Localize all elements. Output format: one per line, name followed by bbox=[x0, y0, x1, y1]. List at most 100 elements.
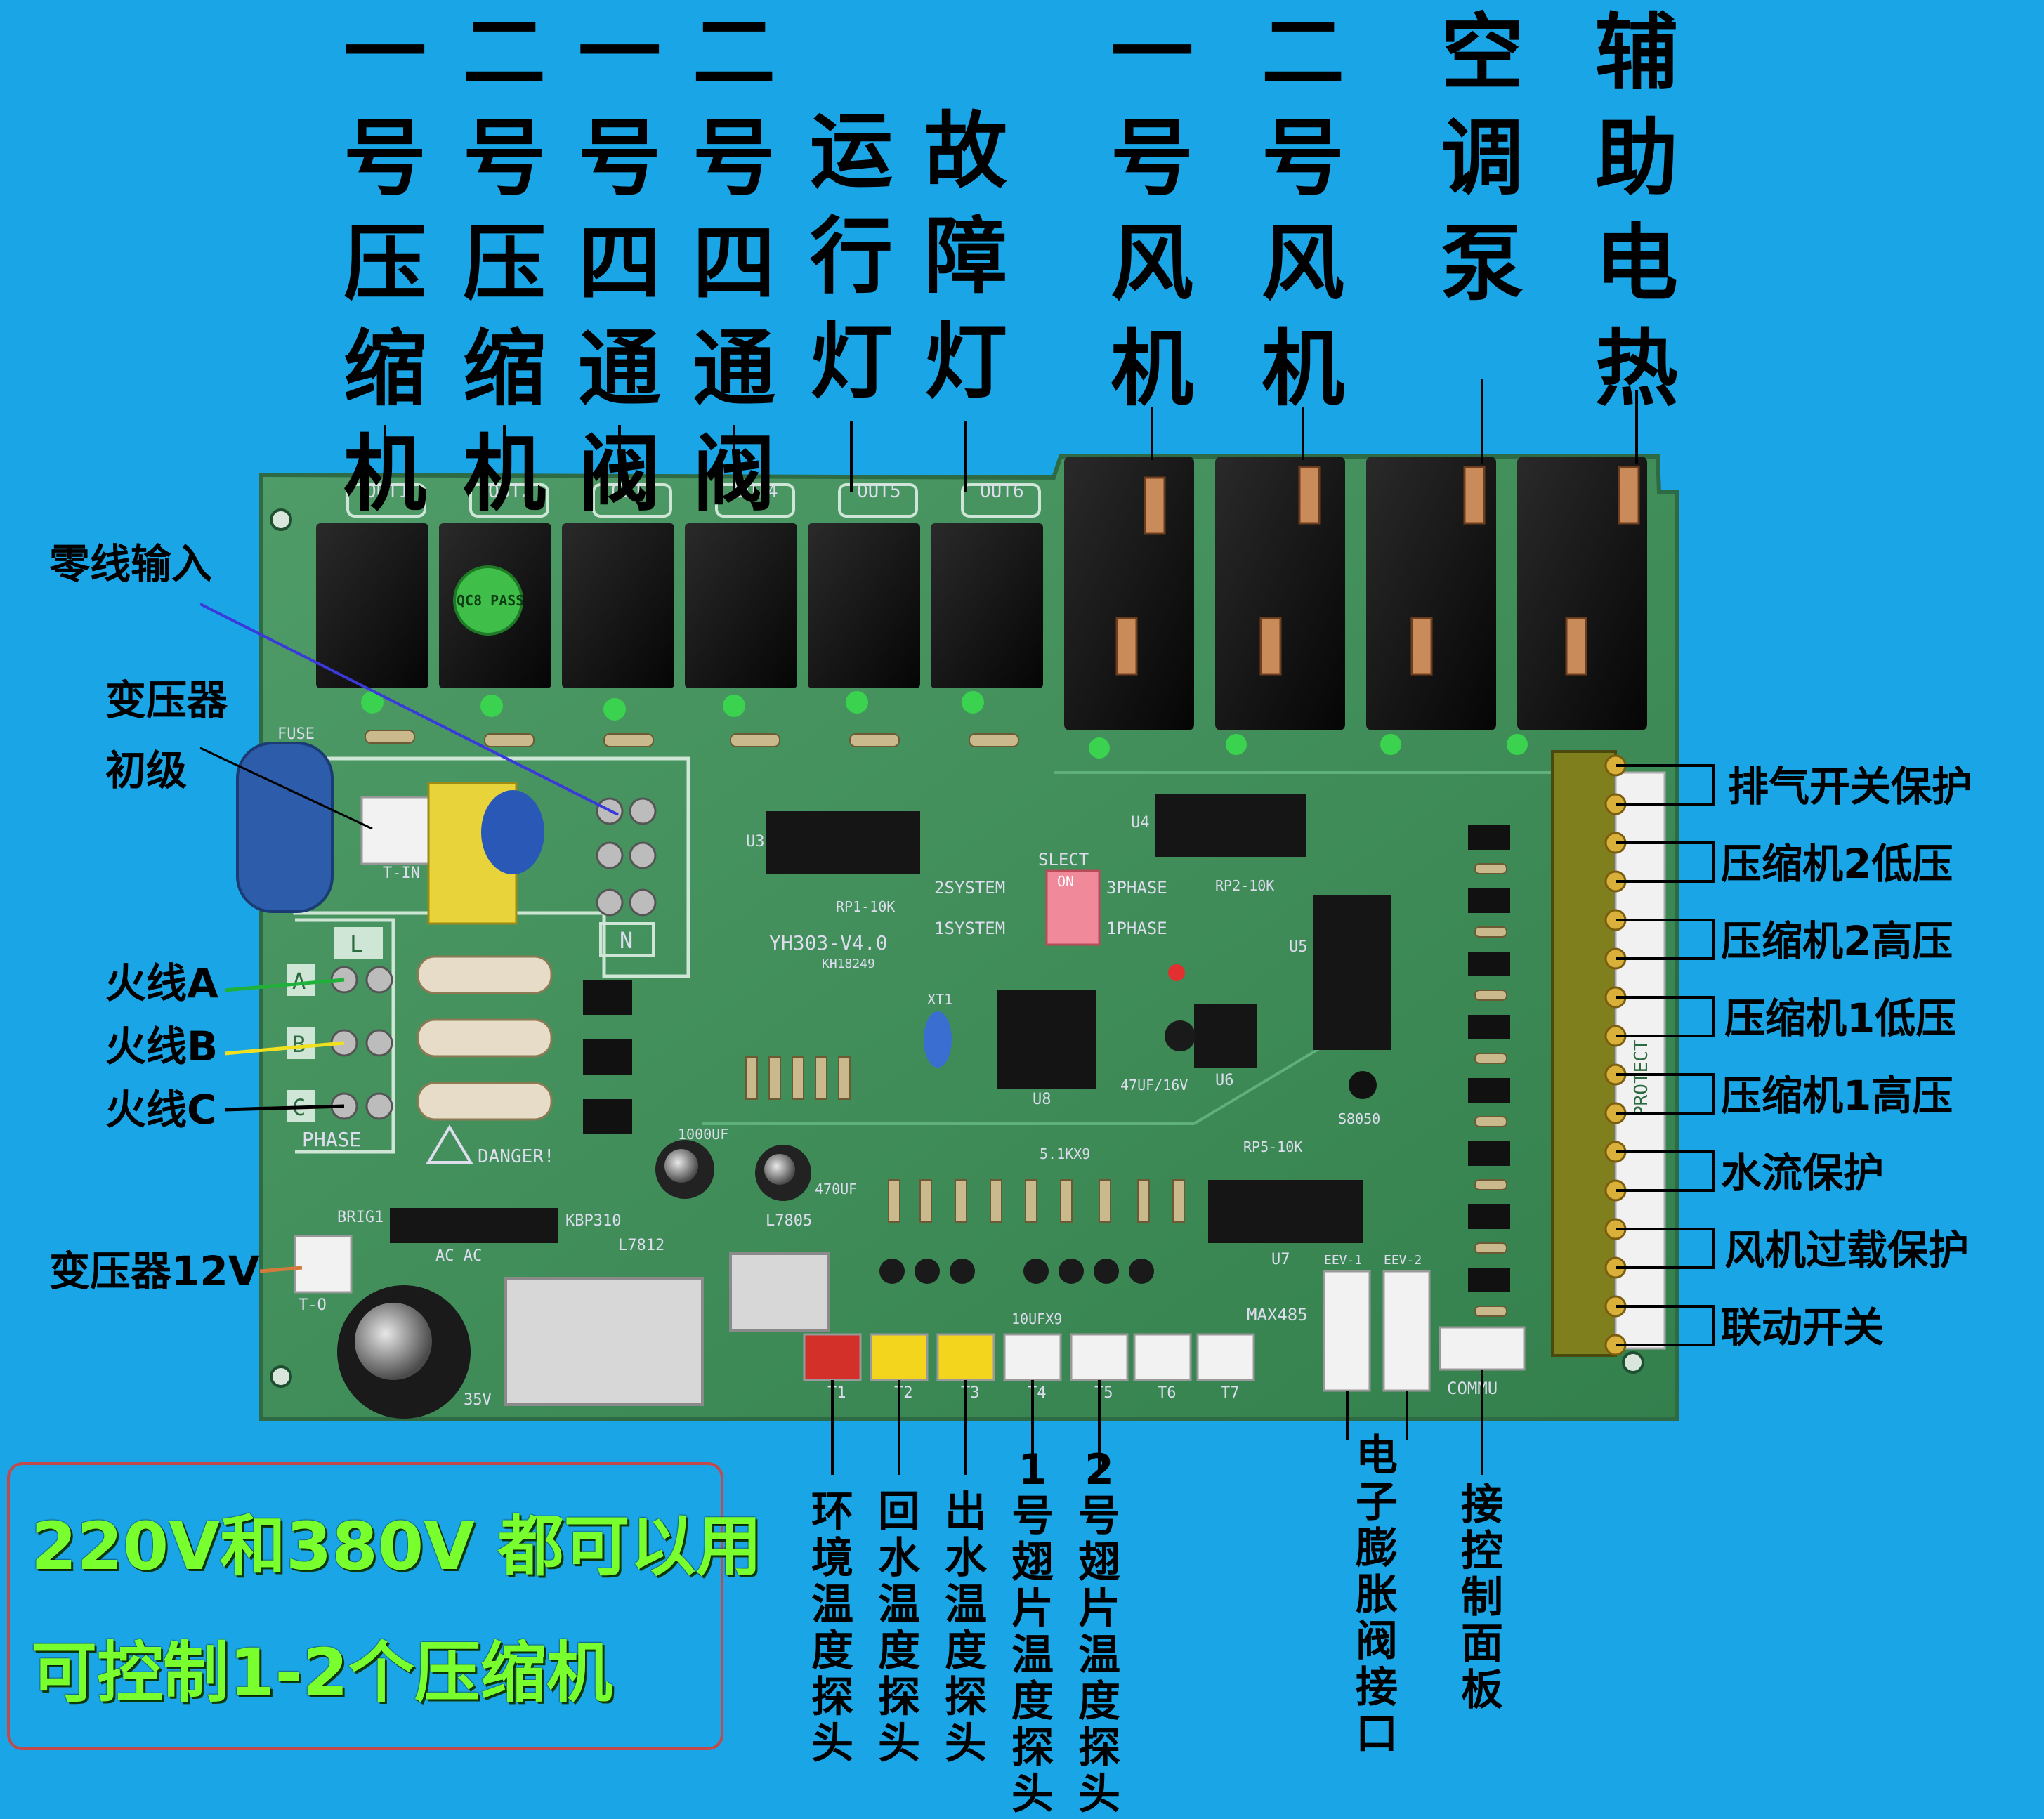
ic-u3 bbox=[766, 811, 920, 874]
relay-out6 bbox=[931, 523, 1043, 688]
led-fault bbox=[1168, 964, 1185, 981]
label-ac-pump: 空调泵 bbox=[1440, 4, 1524, 312]
silk-outline bbox=[295, 918, 395, 1154]
cap-1000uf-label: 1000UF bbox=[678, 1126, 728, 1143]
label-outlet-water-probe: 出水温度探头 bbox=[945, 1488, 987, 1768]
notice-voltage: 220V和380V 都可以用 bbox=[31, 1509, 762, 1585]
relay-out3 bbox=[562, 523, 674, 688]
eev2-label: EEV-2 bbox=[1384, 1253, 1422, 1268]
terminal-b: B bbox=[292, 1031, 306, 1058]
qc-text: QC8 PASS bbox=[457, 592, 524, 609]
select-1phase: 1PHASE bbox=[1106, 919, 1167, 938]
transistor bbox=[1349, 1071, 1377, 1099]
crystal bbox=[924, 1011, 952, 1068]
danger-label: DANGER! bbox=[478, 1146, 555, 1167]
sensor-label: T1 bbox=[827, 1384, 846, 1402]
select-on: ON bbox=[1057, 873, 1074, 890]
relay-out1 bbox=[316, 523, 428, 688]
label-comp1-low: 压缩机1低压 bbox=[1724, 994, 1957, 1042]
rp2-label: RP2-10K bbox=[1215, 877, 1274, 894]
max485-label: MAX485 bbox=[1247, 1305, 1308, 1325]
notice-compressors: 可控制1-2个压缩机 bbox=[31, 1635, 612, 1712]
label-fin-probe-2: 2号翅片温度探头 bbox=[1078, 1445, 1120, 1819]
label-comp2-low: 压缩机2低压 bbox=[1721, 840, 1953, 888]
transformer-primary-connector bbox=[360, 796, 430, 865]
label-comp2-high: 压缩机2高压 bbox=[1721, 917, 1953, 965]
label-compressor-2: 二号压缩机 bbox=[462, 4, 546, 523]
bridge-label: KBP310 bbox=[565, 1212, 621, 1230]
mount-hole bbox=[270, 1365, 292, 1388]
connector-eev2 bbox=[1382, 1270, 1431, 1392]
label-linkage-switch: 联动开关 bbox=[1721, 1303, 1885, 1351]
left-leaders bbox=[199, 603, 619, 1273]
label-fault-light: 故障灯 bbox=[924, 103, 1007, 410]
connector-t7 bbox=[1196, 1333, 1255, 1381]
trace bbox=[702, 1038, 1336, 1125]
label-fan-1: 一号风机 bbox=[1110, 4, 1193, 417]
bridge-rectifier bbox=[390, 1208, 558, 1243]
regulator-5-label: L7805 bbox=[766, 1212, 812, 1230]
sensor-connectors bbox=[803, 1333, 1255, 1381]
power-resistors bbox=[417, 955, 553, 1121]
fuse-label: FUSE bbox=[277, 725, 315, 743]
ic-u6-label: U6 bbox=[1215, 1072, 1234, 1089]
eev1-label: EEV-1 bbox=[1324, 1253, 1362, 1268]
connector-12v bbox=[294, 1235, 353, 1294]
relay-fan2 bbox=[1215, 457, 1345, 730]
label-fan-2: 二号风机 bbox=[1261, 4, 1344, 417]
out-label: OUT2 bbox=[488, 481, 532, 502]
mount-hole bbox=[1622, 1351, 1644, 1374]
commu-label: COMMU bbox=[1447, 1379, 1498, 1398]
resistor-row bbox=[365, 730, 1019, 747]
label-neutral-input: 零线输入 bbox=[49, 540, 213, 588]
mcu-u8 bbox=[997, 990, 1096, 1089]
right-brackets bbox=[1616, 764, 1715, 1346]
cap-array-label: 10UFX9 bbox=[1011, 1311, 1062, 1327]
label-run-light: 运行灯 bbox=[809, 103, 893, 410]
label-fin-probe-1: 1号翅片温度探头 bbox=[1011, 1445, 1054, 1819]
qc-sticker bbox=[453, 565, 523, 636]
ic-u5-label: U5 bbox=[1289, 938, 1308, 956]
protect-label: PROTECT bbox=[1631, 1039, 1652, 1117]
phase-label: PHASE bbox=[302, 1128, 361, 1151]
select-3phase: 3PHASE bbox=[1106, 878, 1167, 898]
xtal-label: XT1 bbox=[927, 991, 952, 1008]
ac-label: AC AC bbox=[435, 1247, 482, 1265]
relay-terminals bbox=[1115, 466, 1640, 676]
ic-u7-label: U7 bbox=[1271, 1251, 1290, 1268]
label-compressor-1: 一号压缩机 bbox=[343, 4, 426, 523]
label-transformer: 变压器 bbox=[105, 676, 228, 724]
danger-triangle bbox=[426, 1124, 473, 1164]
notice-box: 220V和380V 都可以用 可控制1-2个压缩机 bbox=[7, 1462, 762, 1750]
protect-resistors bbox=[1474, 863, 1507, 1317]
label-control-panel: 接控制面板 bbox=[1461, 1480, 1503, 1715]
filter-caps bbox=[879, 1259, 1154, 1284]
label-4way-valve-2: 二号四通阀 bbox=[692, 4, 775, 523]
t-out-label: T-O bbox=[299, 1296, 327, 1314]
rp5-label: RP5-10K bbox=[1243, 1138, 1302, 1155]
select-2system: 2SYSTEM bbox=[934, 878, 1005, 898]
mount-hole bbox=[270, 508, 292, 531]
protect-optos bbox=[1468, 825, 1510, 1292]
board-serial: KH18249 bbox=[822, 957, 875, 971]
rp1-label: RP1-10K bbox=[836, 898, 895, 915]
fuse-cap bbox=[236, 742, 334, 913]
label-aux-heater: 辅助电热 bbox=[1594, 4, 1678, 417]
relay-fan1 bbox=[1064, 457, 1194, 730]
label-fan-overload: 风机过载保护 bbox=[1724, 1226, 1970, 1274]
sensor-label: T2 bbox=[894, 1384, 913, 1402]
connector-t3 bbox=[936, 1333, 995, 1381]
ic-u8-label: U8 bbox=[1033, 1091, 1052, 1108]
out-label: OUT1 bbox=[365, 481, 410, 502]
cap-47uf bbox=[1165, 1020, 1195, 1051]
relay-out4 bbox=[685, 523, 797, 688]
sensor-label: T3 bbox=[961, 1384, 980, 1402]
label-comp1-high: 压缩机1高压 bbox=[1721, 1072, 1953, 1119]
label-exhaust-switch: 排气开关保护 bbox=[1728, 763, 1973, 810]
connector-commu bbox=[1439, 1326, 1526, 1371]
label-live-c: 火线C bbox=[105, 1086, 217, 1134]
top-leaders bbox=[384, 379, 1638, 492]
connector-t4 bbox=[1003, 1333, 1062, 1381]
terminal-n: N bbox=[620, 927, 633, 954]
